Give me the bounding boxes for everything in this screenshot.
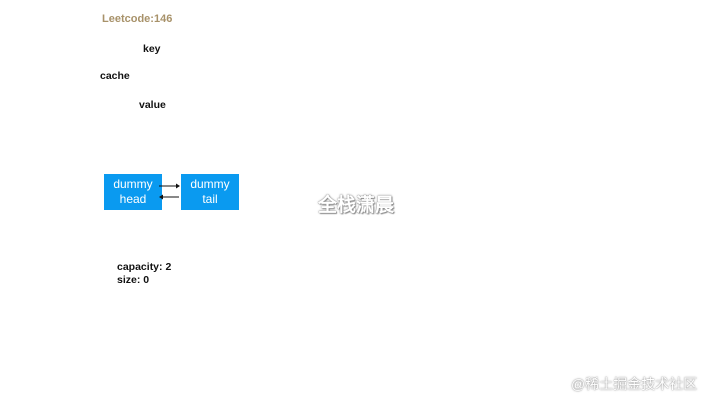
watermark-center: 全栈潇晨 (318, 195, 395, 216)
capacity-text: capacity: 2 (117, 261, 172, 273)
cache-label: cache (100, 70, 130, 82)
size-text: size: 0 (117, 274, 150, 286)
key-label: key (143, 43, 161, 55)
dummy-tail-line1: dummy (190, 177, 230, 191)
next-arrowhead (176, 183, 180, 189)
cache-stats: capacity: 2 size: 0 (117, 261, 171, 287)
dummy-tail-node: dummy tail (181, 174, 239, 210)
dummy-tail-line2: tail (202, 192, 218, 206)
link-arrows (159, 183, 180, 200)
dummy-head-line1: dummy (113, 177, 153, 191)
dummy-head-line2: head (119, 192, 147, 206)
page-title: Leetcode:146 (102, 13, 173, 25)
watermark-corner: @稀土掘金技术社区 (571, 376, 698, 392)
dummy-head-node: dummy head (104, 174, 162, 210)
prev-arrowhead (159, 194, 163, 200)
value-label: value (139, 99, 166, 111)
